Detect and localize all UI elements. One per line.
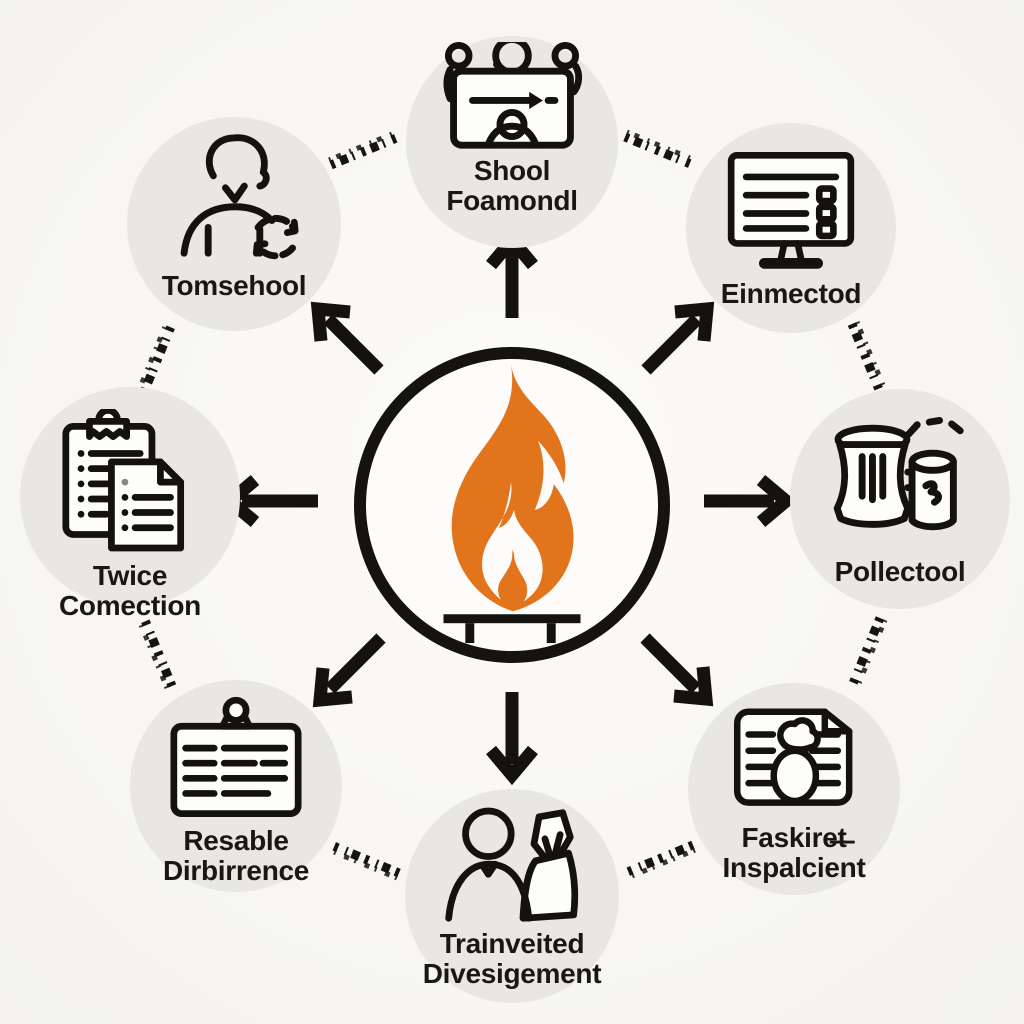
node-label: Faskire̶t̶Inspalcient (722, 822, 866, 883)
arrow-right-icon (704, 475, 797, 527)
monitor-checklist-icon (727, 151, 855, 269)
meeting-board-icon (443, 42, 583, 149)
node-label: Tomsehool (161, 270, 307, 301)
arrow-down-right-icon (640, 633, 714, 707)
node-einmectod: Einmectod (686, 123, 896, 333)
speckled-ring-connectors (136, 129, 888, 881)
node-label: Einmectod (720, 278, 862, 309)
arrow-up-right-icon (641, 301, 715, 375)
certificate-board-icon (170, 696, 302, 817)
arrow-up-icon (486, 229, 538, 318)
node-tomsehool: Tomsehool (127, 117, 341, 331)
node-pollectool: Pollectool (790, 389, 1010, 609)
node-label: Pollectool (834, 556, 966, 587)
node-faskiret-inspalcient: Faskire̶t̶Inspalcient (688, 683, 900, 895)
person-sync-icon (180, 134, 299, 260)
center-flame-emblem (354, 347, 670, 663)
document-person-icon (733, 708, 853, 806)
two-people-icon (445, 807, 579, 922)
waste-bins-icon (833, 417, 964, 531)
flame-stand (443, 614, 581, 644)
clipboard-documents-icon (62, 409, 185, 552)
arrow-up-left-icon (310, 301, 384, 375)
arrow-down-left-icon (312, 633, 386, 708)
arrow-down-icon (486, 692, 538, 786)
flame-icon (443, 364, 581, 644)
arrow-left-icon (219, 475, 318, 527)
